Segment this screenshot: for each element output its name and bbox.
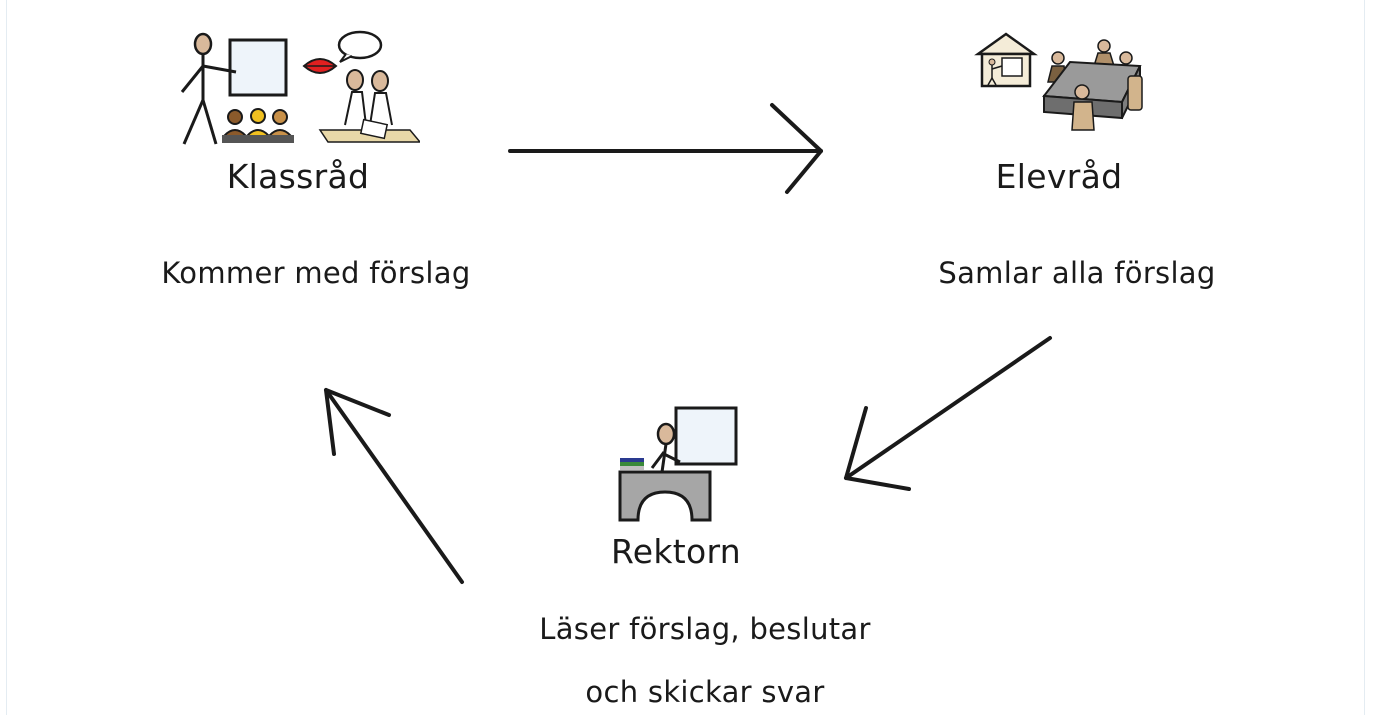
node-description-klassrad: Kommer med förslag (161, 256, 471, 290)
student-discussion-icon (302, 30, 420, 143)
arrow-klassrad-to-elevrad (508, 103, 823, 194)
node-title-elevrad: Elevråd (995, 157, 1123, 196)
node-title-klassrad: Klassråd (226, 157, 370, 196)
principal-desk-icon (618, 406, 738, 522)
right-frame-edge (1364, 0, 1365, 715)
arrow-elevrad-to-rektorn (844, 336, 1052, 491)
node-description-rektorn-line2: och skickar svar (585, 675, 825, 709)
node-description-rektorn-line1: Läser förslag, beslutar (539, 612, 871, 646)
school-house-icon (974, 32, 1038, 88)
arrow-rektorn-to-klassrad (324, 388, 464, 584)
node-description-elevrad: Samlar alla förslag (938, 256, 1216, 290)
meeting-table-icon (1042, 39, 1143, 131)
node-title-rektorn: Rektorn (611, 532, 741, 571)
left-frame-edge (6, 0, 7, 715)
classroom-teacher-icon (180, 32, 294, 145)
